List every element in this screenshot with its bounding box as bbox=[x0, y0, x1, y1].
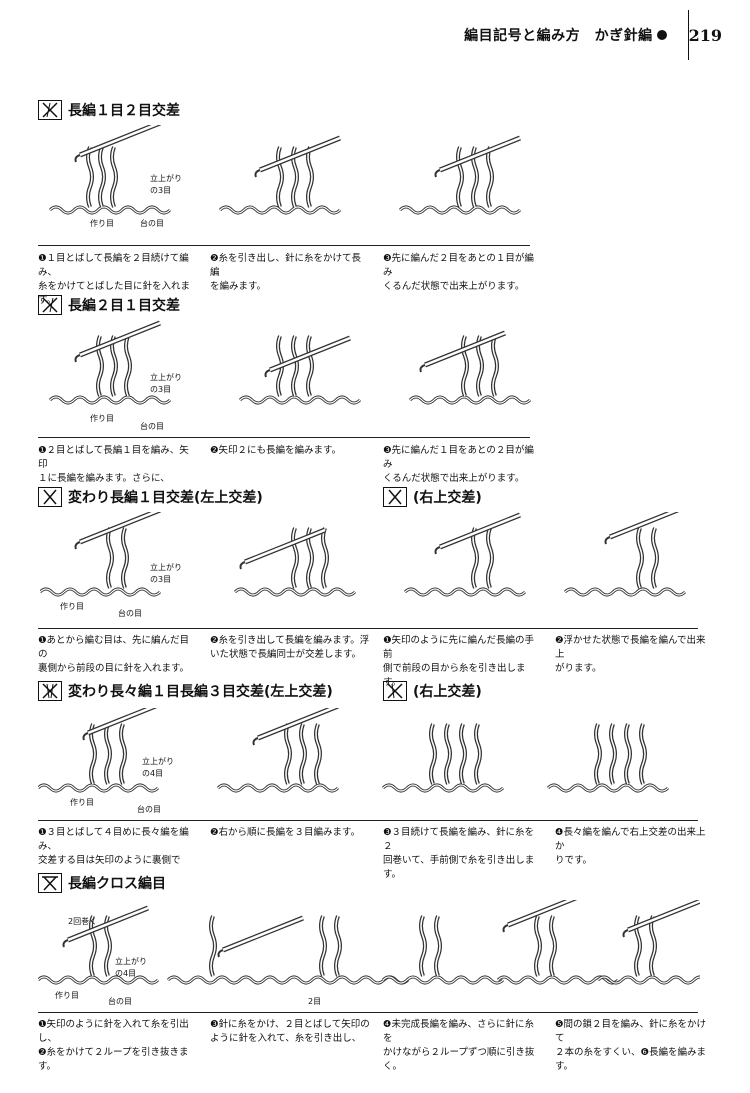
caption-3-2: ❷糸を引き出して長編を編みます。浮いた状態で長編同士が交差します。 bbox=[210, 635, 370, 660]
section-3-illustrations bbox=[40, 512, 700, 597]
label-tachiagari: 立上がり bbox=[150, 373, 182, 382]
label-tsukuri: 作り目 bbox=[70, 798, 94, 807]
label-tachiagari: 立上がり bbox=[150, 563, 182, 572]
divider bbox=[38, 1012, 698, 1013]
label-dai: 台の目 bbox=[118, 609, 142, 618]
label-tsukuri: 作り目 bbox=[55, 991, 79, 1000]
cross-stitch-symbol-icon bbox=[38, 295, 62, 315]
cross-stitch-symbol-icon bbox=[38, 681, 62, 701]
section-title-3b: (右上交差) bbox=[383, 487, 482, 507]
label-tsukuri: 作り目 bbox=[90, 219, 114, 228]
label-three: の3目 bbox=[150, 186, 172, 195]
section-title-3: 変わり長編１目交差(左上交差) bbox=[38, 487, 263, 507]
label-tachiagari: 立上がり bbox=[115, 957, 147, 966]
label-tachiagari: 立上がり bbox=[142, 757, 174, 766]
cross-stitch-symbol-icon bbox=[383, 681, 407, 701]
cross-stitch-symbol-icon bbox=[38, 100, 62, 120]
section-title-2: 長編２目１目交差 bbox=[38, 295, 180, 315]
label-four: の4目 bbox=[115, 969, 137, 978]
caption-3-3: ❶矢印のように先に編んだ長編の手前側で前段の目から糸を引き出します。 bbox=[383, 635, 535, 688]
caption-2-3: ❸先に編んだ１目をあとの２目が編みくるんだ状態で出来上がります。 bbox=[383, 445, 534, 484]
divider bbox=[38, 628, 698, 629]
divider bbox=[38, 245, 530, 246]
caption-1-2: ❷糸を引き出し、針に糸をかけて長編を編みます。 bbox=[210, 253, 362, 292]
caption-4-2: ❷右から順に長編を３目編みます。 bbox=[210, 827, 361, 838]
label-three: の3目 bbox=[150, 575, 172, 584]
section-title-4b: (右上交差) bbox=[383, 681, 482, 701]
caption-3-4: ❷浮かせた状態で長編を編んで出来上がります。 bbox=[555, 635, 706, 674]
caption-3-1: ❶あとから編む目は、先に編んだ目の裏側から前段の目に針を入れます。 bbox=[38, 635, 190, 674]
bullet-icon bbox=[656, 30, 667, 40]
cross-stitch-symbol-icon bbox=[38, 873, 62, 893]
label-three: の3目 bbox=[150, 385, 172, 394]
page-header: 編目記号と編み方 かぎ針編 219 bbox=[464, 22, 722, 48]
divider bbox=[38, 437, 530, 438]
caption-2-2: ❷矢印２にも長編を編みます。 bbox=[210, 445, 342, 456]
label-tsukuri: 作り目 bbox=[90, 414, 114, 423]
divider bbox=[38, 820, 698, 821]
section-2-illustrations bbox=[48, 320, 532, 405]
label-dai: 台の目 bbox=[108, 997, 132, 1006]
label-nimaki: 2回巻く bbox=[68, 917, 98, 926]
caption-1-1: ❶１目とばして長編を２目続けて編み、糸をかけてとばした目に針を入れます。 bbox=[38, 253, 191, 306]
label-four: の4目 bbox=[142, 769, 164, 778]
label-tachiagari: 立上がり bbox=[150, 174, 182, 183]
caption-4-1: ❶３目とばして４目めに長々編を編み、交差する目は矢印のように裏側で bbox=[38, 827, 189, 866]
header-title: 編目記号と編み方 かぎ針編 bbox=[464, 28, 653, 44]
section-title-5: 長編クロス編目 bbox=[38, 873, 166, 893]
cross-stitch-symbol-icon bbox=[383, 487, 407, 507]
label-dai: 台の目 bbox=[137, 805, 161, 814]
cross-stitch-symbol-icon bbox=[38, 487, 62, 507]
section-title-1: 長編１目２目交差 bbox=[38, 100, 180, 120]
caption-5-3: ❹未完成長編を編み、さらに針に糸をかけながら２ループずつ順に引き抜く。 bbox=[383, 1019, 535, 1072]
section-1-illustrations bbox=[48, 125, 700, 215]
label-tsukuri: 作り目 bbox=[60, 602, 84, 611]
header-divider bbox=[688, 10, 689, 60]
caption-1-3: ❸先に編んだ２目をあとの１目が編みくるんだ状態で出来上がります。 bbox=[383, 253, 534, 292]
caption-5-2: ❸針に糸をかけ、２目とばして矢印のように針を入れて、糸を引き出し、 bbox=[210, 1019, 370, 1044]
section-5-illustrations bbox=[38, 900, 700, 985]
caption-4-4: ❹長々編を編んで右上交差の出来上かりです。 bbox=[555, 827, 706, 866]
caption-5-1: ❶矢印のように針を入れて糸を引出し、❷糸をかけて２ループを引き抜きます。 bbox=[38, 1019, 189, 1072]
label-dai: 台の目 bbox=[140, 219, 164, 228]
page-number: 219 bbox=[688, 25, 722, 45]
section-4-illustrations bbox=[38, 708, 670, 793]
label-two: 2目 bbox=[308, 997, 322, 1006]
section-title-4: 変わり長々編１目長編３目交差(左上交差) bbox=[38, 681, 333, 701]
label-dai: 台の目 bbox=[140, 422, 164, 431]
